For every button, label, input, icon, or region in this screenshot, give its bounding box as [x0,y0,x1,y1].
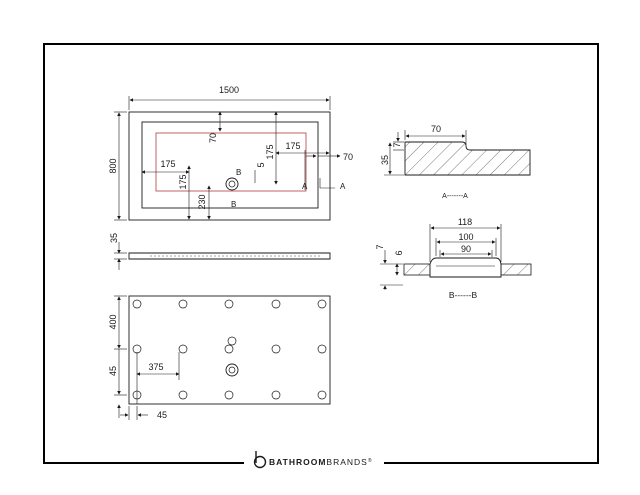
section-b-waste-body [429,257,502,278]
underside-outline [128,295,331,405]
support-foot [178,344,188,354]
support-foot [224,299,234,309]
section-mark-b-top: B [236,168,241,177]
dim-375: 375 [148,362,163,372]
brand-logo: BATHROOMBRANDS® [253,451,373,469]
support-foot [224,344,234,354]
support-foot [178,299,188,309]
dim-175-left-vertical: 175 [178,174,188,189]
section-mark-a-outer: A [340,182,346,191]
support-foot [271,299,281,309]
section-b-dim-7: 7 [375,244,385,249]
section-a-a: 70 7 35 A-------A [380,124,531,200]
frame-border [43,43,599,464]
plan-view: 1500 800 70 175 175 70 [108,85,353,221]
section-a-dim-7: 7 [392,142,402,147]
dim-5: 5 [256,162,266,167]
dim-70-right: 70 [343,152,353,162]
section-b-dim-90: 90 [461,244,471,254]
underside-waste [225,363,239,377]
section-a-profile [404,141,531,176]
section-a-dim-35: 35 [380,155,390,165]
section-mark-a-inner: A [302,182,308,191]
waste-outlet [225,177,239,191]
dim-side-thickness: 35 [109,233,119,243]
dim-45-horizontal: 45 [157,410,167,420]
section-mark-b-bottom: B [231,200,236,209]
dim-overall-width: 800 [108,158,118,173]
tray-inner-outline [141,121,319,209]
support-foot [271,390,281,400]
side-view: 35 [109,233,331,270]
brand-logo-icon [253,455,267,469]
section-b-dim-6: 6 [394,250,404,255]
section-b-b: 118 100 90 7 6 B------B [375,217,532,300]
dim-400: 400 [108,314,118,329]
dim-175-right-horizontal: 175 [285,141,300,151]
brand-registered-mark: ® [368,457,373,464]
section-b-left-hatch [403,263,431,276]
section-b-dim-118: 118 [458,217,472,227]
support-foot [132,344,142,354]
support-feet [132,299,327,400]
support-foot [317,299,327,309]
brand-name-light: BRANDS [326,457,367,467]
brand-name-bold: BATHROOM [269,457,326,467]
section-a-dim-70: 70 [431,124,441,134]
dim-45-vertical: 45 [108,366,118,376]
tray-outline [128,111,331,221]
support-foot [317,344,327,354]
support-foot [227,336,237,346]
waste-area-outline [155,132,307,192]
section-b-label: B------B [449,290,478,300]
support-foot [317,390,327,400]
dim-230: 230 [197,194,207,209]
support-foot [178,390,188,400]
side-profile [128,252,331,260]
dim-175-left-horizontal: 175 [160,159,175,169]
support-foot [132,299,142,309]
underside-view: 400 45 375 45 [108,295,331,420]
support-foot [224,390,234,400]
section-a-label: A-------A [442,193,468,200]
dim-overall-length: 1500 [219,85,239,95]
dim-175-right-vertical: 175 [265,144,275,159]
dim-70-top: 70 [208,133,218,143]
section-b-dim-100: 100 [458,232,473,242]
svg-text:BATHROOMBRANDS®: BATHROOMBRANDS® [269,457,373,467]
section-b-right-hatch [500,263,532,276]
support-foot [271,344,281,354]
